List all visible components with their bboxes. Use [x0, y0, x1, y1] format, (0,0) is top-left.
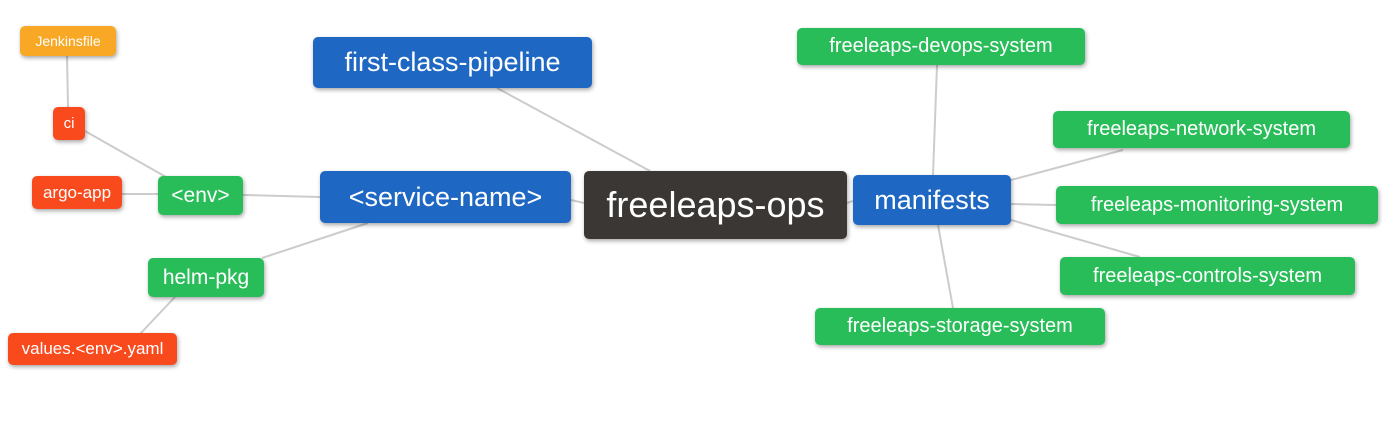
edge-manifests-devops	[932, 64, 938, 176]
node-manifests-label: manifests	[874, 184, 990, 215]
edge-manifests-storage	[937, 224, 954, 309]
node-service-name[interactable]: <service-name>	[320, 171, 571, 223]
node-controls-system[interactable]: freeleaps-controls-system	[1060, 257, 1355, 295]
node-monitoring-system[interactable]: freeleaps-monitoring-system	[1056, 186, 1378, 224]
node-monitoring-system-label: freeleaps-monitoring-system	[1090, 193, 1344, 216]
node-first-class-pipeline[interactable]: first-class-pipeline	[313, 37, 592, 88]
node-jenkinsfile-label: Jenkinsfile	[35, 33, 101, 49]
node-helm-pkg[interactable]: helm-pkg	[148, 258, 264, 297]
edge-pipeline-root	[496, 87, 651, 172]
node-first-class-pipeline-label: first-class-pipeline	[344, 47, 561, 77]
edge-helm-pkg-service-name	[261, 222, 369, 259]
node-storage-system-label: freeleaps-storage-system	[847, 315, 1073, 337]
node-argo-app[interactable]: argo-app	[32, 176, 122, 209]
node-argo-app-label: argo-app	[42, 182, 112, 202]
node-manifests[interactable]: manifests	[853, 175, 1011, 225]
node-freeleaps-ops-label: freeleaps-ops	[606, 184, 825, 225]
node-env[interactable]: <env>	[158, 176, 243, 215]
edge-values-helm-pkg	[139, 296, 176, 335]
node-service-name-label: <service-name>	[348, 181, 543, 212]
node-network-system[interactable]: freeleaps-network-system	[1053, 111, 1350, 148]
node-network-system-label: freeleaps-network-system	[1087, 118, 1316, 140]
edge-env-service-name	[242, 194, 321, 198]
edge-jenkinsfile-ci	[66, 55, 69, 108]
node-helm-pkg-label: helm-pkg	[162, 265, 250, 289]
node-ci[interactable]: ci	[53, 107, 85, 140]
node-devops-system[interactable]: freeleaps-devops-system	[797, 28, 1085, 65]
node-env-label: <env>	[171, 183, 230, 207]
node-values-env-yaml-label: values.<env>.yaml	[21, 339, 164, 358]
edge-ci-env	[84, 130, 167, 178]
edge-manifests-monitoring	[1010, 203, 1057, 206]
edge-root-manifests	[846, 200, 854, 204]
edge-manifests-controls	[1010, 219, 1141, 258]
edge-service-name-root	[570, 199, 585, 204]
node-freeleaps-ops-root[interactable]: freeleaps-ops	[584, 171, 847, 239]
node-storage-system[interactable]: freeleaps-storage-system	[815, 308, 1105, 345]
node-jenkinsfile[interactable]: Jenkinsfile	[20, 26, 116, 56]
node-values-env-yaml[interactable]: values.<env>.yaml	[8, 333, 177, 365]
node-controls-system-label: freeleaps-controls-system	[1093, 264, 1322, 287]
node-devops-system-label: freeleaps-devops-system	[829, 35, 1053, 57]
edge-manifests-network	[1010, 149, 1124, 181]
node-ci-label: ci	[63, 115, 75, 132]
